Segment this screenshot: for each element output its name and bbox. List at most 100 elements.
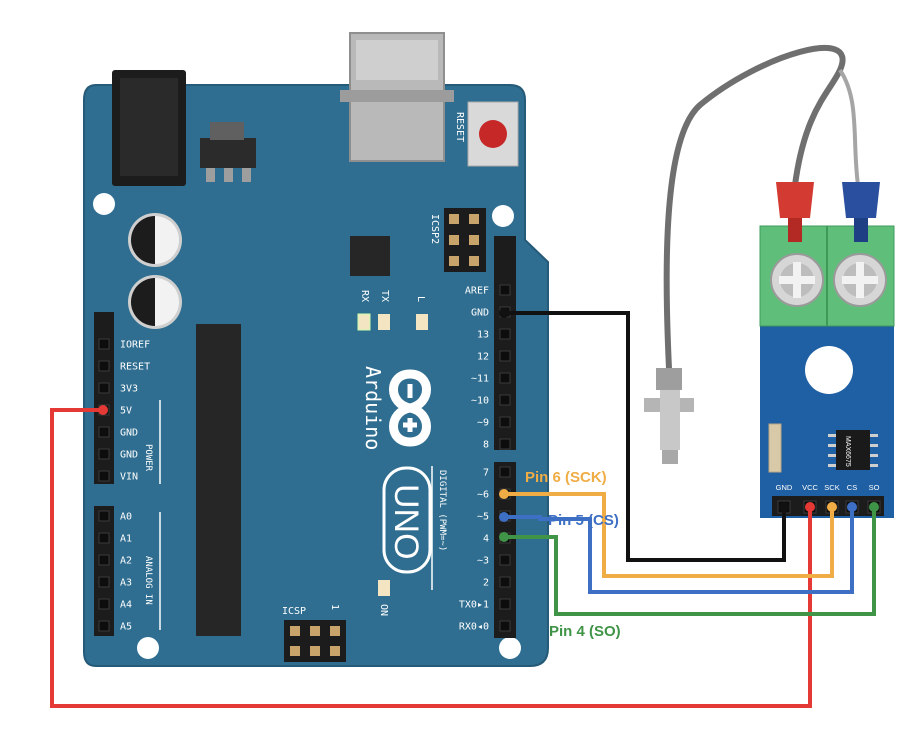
header-pin[interactable] [499,350,511,362]
pin-label: RX0◂0 [459,622,489,633]
atmega-chip [196,324,241,636]
sck-connection-label: Pin 6 (SCK) [525,469,607,486]
mounting-hole [499,637,521,659]
icsp-label: ICSP [282,606,306,617]
digital-header-bottom [494,462,516,638]
header-pin[interactable] [98,620,110,632]
module-pin-label: SCK [824,483,839,492]
header-pin[interactable] [499,598,511,610]
thermocouple-probe [644,45,860,464]
header-pin[interactable] [499,466,511,478]
icsp2-label: ICSP2 [429,214,440,244]
capacitor [128,213,182,267]
pin-label: 3V3 [120,384,138,395]
header-pin[interactable] [499,284,511,296]
pin-label: A5 [120,622,132,633]
header-pin[interactable] [499,438,511,450]
probe-lead-blue [842,182,880,218]
uno-badge [382,466,432,574]
pin-label: GND [471,308,489,319]
pin-label: ~9 [477,418,489,429]
icsp-pin1-label: 1 [329,604,340,610]
header-pin[interactable] [499,328,511,340]
header-pin[interactable] [98,598,110,610]
pin-label: ~11 [471,374,489,385]
module-pin-label: GND [776,483,793,492]
arduino-logo [389,369,431,447]
pin-label: TX0▸1 [459,600,489,611]
terminal-screw [770,253,824,307]
pin-label: 5V [120,406,132,417]
wires [50,308,879,708]
digital-label: DIGITAL (PWM=~) [437,470,447,551]
pin-label: 2 [483,578,489,589]
mounting-hole [137,637,159,659]
wire-sck [504,492,834,578]
pin-label: IOREF [120,340,150,351]
pin-label: 12 [477,352,489,363]
wire-gnd [504,311,786,562]
pin-label: ~6 [477,490,489,501]
tx-led [378,314,390,330]
header-pin[interactable] [98,338,110,350]
usb-chip [350,236,390,276]
l-led [416,314,428,330]
header-pin[interactable] [499,576,511,588]
header-pin[interactable] [98,510,110,522]
header-pin[interactable] [98,360,110,372]
header-pin[interactable] [499,372,511,384]
probe-lead-red [776,182,814,218]
mounting-hole [492,205,514,227]
pin-label: GND [120,450,138,461]
pin-label: ~10 [471,396,489,407]
uno-label: UNO [387,484,425,560]
pin-label: RESET [120,362,150,373]
module-hole [805,346,853,394]
pin-label: 8 [483,440,489,451]
header-pin[interactable] [499,416,511,428]
l-label: L [415,296,426,302]
pin-label: ~5 [477,512,489,523]
mounting-hole [93,193,115,215]
header-pin[interactable] [98,554,110,566]
header-pin[interactable] [98,426,110,438]
header-pin[interactable] [98,576,110,588]
rx-label: RX [359,290,370,302]
power-header [94,312,114,484]
module-pin-label: CS [847,483,857,492]
pin-label: A1 [120,534,132,545]
wire-so [504,508,876,616]
cs-connection-label: Pin 5 (CS) [548,512,619,529]
pin-label: 13 [477,330,489,341]
header-pin[interactable] [98,382,110,394]
terminal-screw [833,253,887,307]
rx-led [357,313,371,331]
so-connection-label: Pin 4 (SO) [549,623,621,640]
wire-cs [504,508,854,594]
tx-label: TX [379,290,390,302]
header-pin[interactable] [499,554,511,566]
header-pin[interactable] [499,394,511,406]
reset-label: RESET [454,112,465,142]
on-label: ON [378,604,389,616]
voltage-regulator [200,138,256,168]
analog-header [94,506,114,636]
pin-label: 7 [483,468,489,479]
header-pin[interactable] [499,620,511,632]
on-led [378,580,390,596]
capacitor [128,275,182,329]
icsp-header [284,620,346,662]
chip-label: MAX6675 [844,436,851,467]
icsp2-header [444,208,486,272]
pin-label: A0 [120,512,132,523]
max6675-chip [828,430,878,470]
header-pin[interactable] [98,470,110,482]
header-pin[interactable] [98,448,110,460]
pin-label: VIN [120,472,138,483]
arduino-name: Arduino [361,366,385,450]
header-pin[interactable] [98,532,110,544]
power-label: POWER [143,444,153,472]
module-pin-label: SO [869,483,880,492]
pin-label: A2 [120,556,132,567]
